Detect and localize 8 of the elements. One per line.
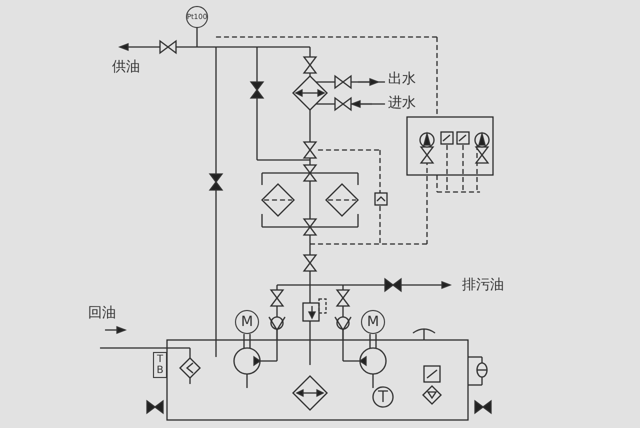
pipe-label: 出水 <box>388 71 416 87</box>
pipe-label: 回油 <box>88 305 116 321</box>
motor-circle: M <box>235 310 259 334</box>
motor-circle: M <box>361 310 385 334</box>
terminal-box: T B <box>153 352 167 378</box>
pipe-label: 供油 <box>112 59 140 75</box>
pipe-label: 排污油 <box>462 277 504 293</box>
pipe-label: 进水 <box>388 95 416 111</box>
